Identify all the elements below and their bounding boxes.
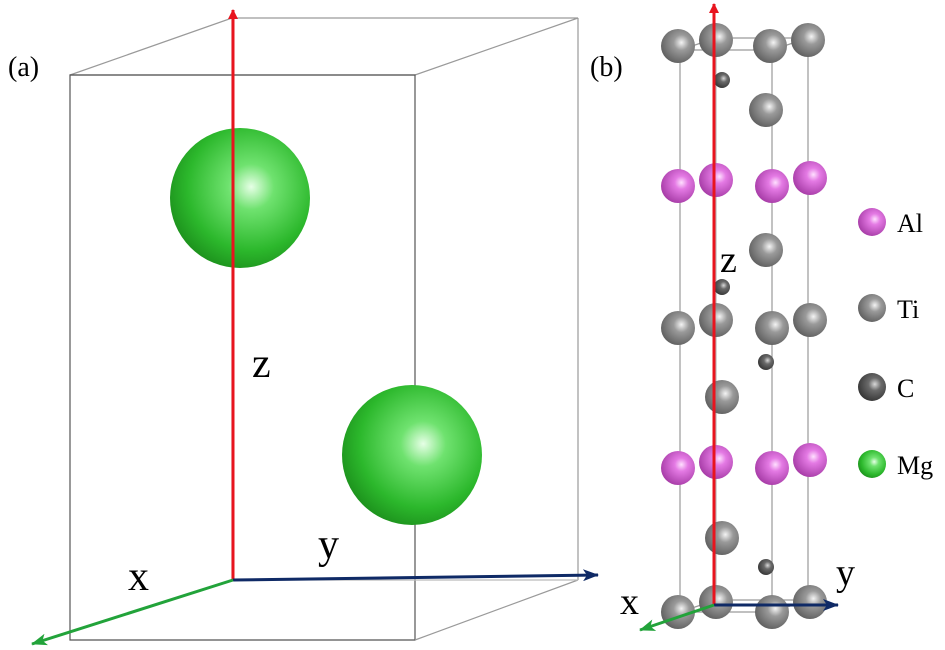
al-atom [755,169,789,203]
al-atom [793,161,827,195]
ti-atom [699,585,733,619]
y-axis-label-b: y [836,552,855,594]
cell-bottom-right-edge [414,579,579,641]
ti-atom [661,29,695,63]
x-axis-arrow-b [639,603,715,632]
ti-atom [699,23,733,57]
legend-item-al: Al [858,208,923,238]
c-atom [714,279,730,295]
legend-label-ti: Ti [897,295,919,324]
legend-label-mg: Mg [897,451,933,480]
ti-atom [755,595,789,629]
x-axis-label-b: x [620,581,639,623]
ti-atom [793,585,827,619]
ti-swatch-icon [858,294,886,322]
al-atom [699,445,733,479]
ti-atom [793,303,827,337]
panel-b: (b) [590,3,855,632]
ti-atom [661,311,695,345]
c-atom [758,559,774,575]
panel-b-label: (b) [590,52,623,83]
ti-atom [755,311,789,345]
cell-top-face [69,17,579,76]
z-axis-label-a: z [252,341,271,387]
ti-atom [705,521,739,555]
legend-item-c: C [858,373,914,403]
ti-atom [699,303,733,337]
legend-label-al: Al [897,209,923,238]
c-swatch-icon [858,373,886,401]
unit-cell-b [679,37,809,613]
c-atom [758,354,774,370]
y-axis-arrow [232,569,599,582]
atoms-b [661,23,827,629]
mg-swatch-icon [858,450,886,478]
al-atom [793,443,827,477]
al-atom [755,451,789,485]
z-axis-label-b: z [720,239,737,281]
legend: Al Ti C Mg [858,208,933,480]
al-swatch-icon [858,208,886,236]
al-atom [661,169,695,203]
legend-item-ti: Ti [858,294,919,324]
x-axis-arrow [31,578,234,646]
ti-atom [749,233,783,267]
legend-item-mg: Mg [858,450,933,480]
al-atom [661,451,695,485]
x-axis-label-a: x [128,554,149,600]
c-atom [714,72,730,88]
panel-a-label: (a) [8,52,39,83]
y-axis-label-a: y [318,522,339,568]
ti-atom [753,29,787,63]
legend-label-c: C [897,374,914,403]
al-atom [699,163,733,197]
ti-atom [791,23,825,57]
panel-a: (a) z y x [8,9,599,646]
ti-atom [749,93,783,127]
mg-atom [170,128,310,268]
ti-atom [705,380,739,414]
mg-atom [342,385,482,525]
